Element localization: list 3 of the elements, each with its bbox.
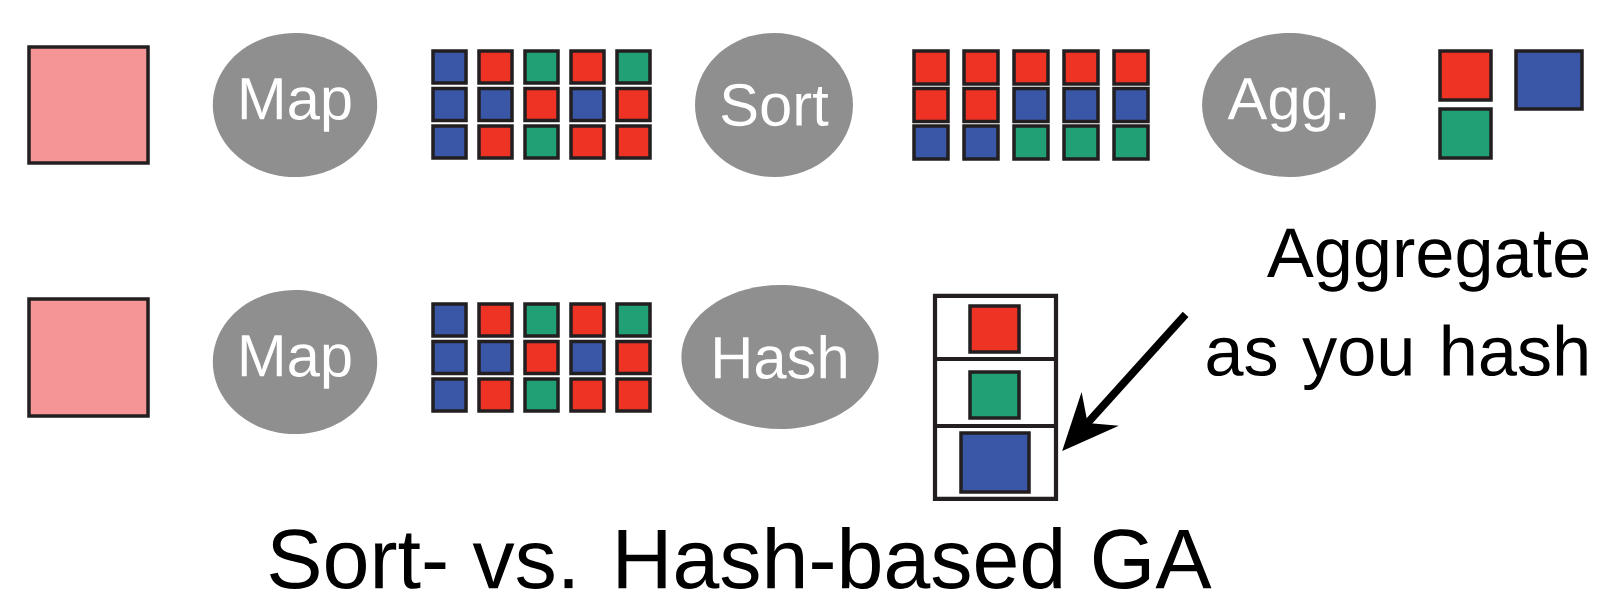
hash-table [932,293,1059,502]
caption: Sort- vs. Hash-based GA [270,527,1212,589]
annotation-text: Aggregate as you hash [1207,228,1589,391]
